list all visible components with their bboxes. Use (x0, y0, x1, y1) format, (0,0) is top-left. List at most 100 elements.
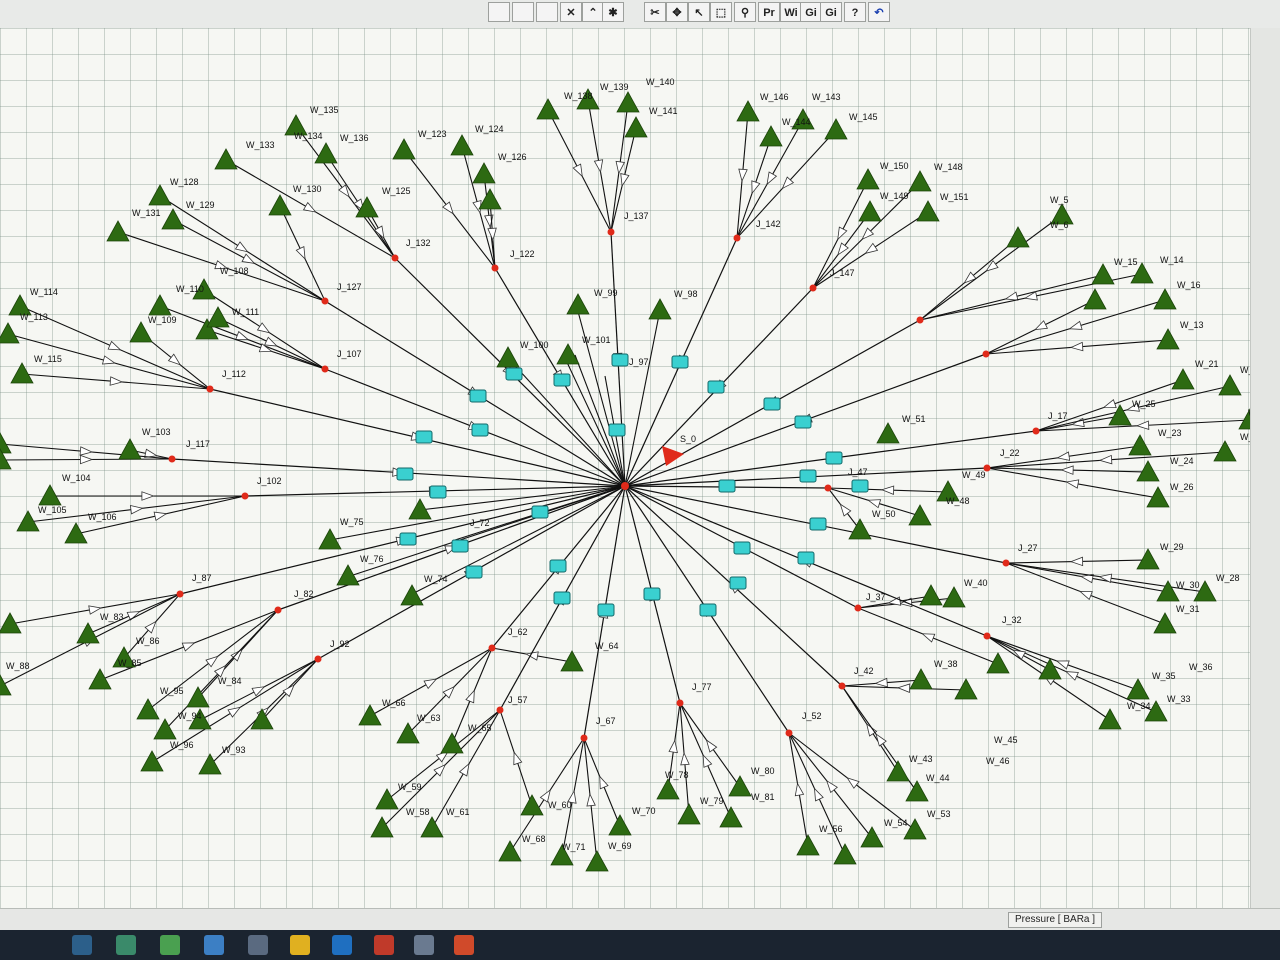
toolbar-button[interactable] (488, 2, 510, 22)
toolbar-gi2-button[interactable]: Gi (820, 2, 842, 22)
flow-arrow-icon (875, 733, 887, 747)
well-icon (1136, 460, 1160, 482)
node-label: J_82 (294, 589, 314, 599)
junction-node (607, 228, 615, 236)
pipe (411, 485, 626, 595)
well-icon (355, 196, 379, 218)
undo-icon[interactable]: ↶ (868, 2, 890, 22)
flow-arrow-icon (680, 751, 690, 766)
junction-node (496, 706, 504, 714)
well-icon (576, 88, 600, 110)
flow-arrow-icon (861, 227, 875, 241)
flow-arrow-icon (433, 763, 447, 777)
node-label: S_0 (680, 434, 696, 444)
well-icon (1156, 580, 1180, 602)
node-label: J_42 (854, 666, 874, 676)
node-label: W_60 (548, 800, 572, 810)
well-icon (0, 432, 12, 454)
node-label: W_134 (294, 131, 323, 141)
valve-icon (763, 397, 781, 411)
flow-arrow-icon (896, 683, 911, 693)
well-icon (728, 775, 752, 797)
node-label: W_61 (446, 807, 470, 817)
toolbar-pr-button[interactable]: Pr (758, 2, 780, 22)
junction-node (1032, 427, 1040, 435)
pipe (349, 485, 626, 577)
flow-arrow-icon (620, 173, 630, 187)
toolbar-gi-button[interactable]: Gi (800, 2, 822, 22)
well-icon (498, 840, 522, 862)
taskbar-app-icon[interactable] (204, 935, 224, 955)
pipe (419, 485, 626, 511)
node-label: W_33 (1167, 694, 1191, 704)
help-icon[interactable]: ? (844, 2, 866, 22)
node-label: J_87 (192, 573, 212, 583)
flow-arrow-icon (282, 684, 295, 698)
select-icon[interactable]: ⬚ (710, 2, 732, 22)
flow-arrow-icon (258, 343, 273, 353)
well-icon (1128, 434, 1152, 456)
node-label: W_101 (582, 335, 611, 345)
vertical-scrollbar[interactable] (1250, 28, 1280, 908)
close-icon[interactable]: ✕ (560, 2, 582, 22)
node-label: W_131 (132, 208, 161, 218)
toolbar-button[interactable] (512, 2, 534, 22)
taskbar-app-icon[interactable] (248, 935, 268, 955)
pointer-icon[interactable]: ↖ (688, 2, 710, 22)
node-label: W_93 (222, 745, 246, 755)
well-icon (336, 564, 360, 586)
pipe (507, 357, 626, 487)
junction-node (241, 492, 249, 500)
well-icon (0, 322, 20, 344)
toolbar-wi-button[interactable]: Wi (780, 2, 802, 22)
binoculars-icon[interactable]: ⚲ (734, 2, 756, 22)
node-label: W_136 (340, 133, 369, 143)
well-icon (791, 108, 815, 130)
node-label: W_48 (946, 496, 970, 506)
node-label: W_86 (136, 636, 160, 646)
taskbar-app-icon[interactable] (374, 935, 394, 955)
star-icon[interactable]: ✱ (602, 2, 624, 22)
node-label: W_59 (398, 782, 422, 792)
flow-arrow-icon (837, 226, 848, 241)
taskbar-app-icon[interactable] (454, 935, 474, 955)
outlook-icon[interactable] (332, 935, 352, 955)
move-icon[interactable]: ✥ (666, 2, 688, 22)
node-label: W_103 (142, 427, 171, 437)
taskbar-app-icon[interactable] (72, 935, 92, 955)
well-icon (848, 518, 872, 540)
node-icon[interactable]: ⌃ (582, 2, 604, 22)
taskbar (0, 930, 1280, 960)
well-icon (214, 148, 238, 170)
node-label: W_34 (1127, 701, 1151, 711)
node-label: W_30 (1176, 580, 1200, 590)
well-icon (1238, 408, 1250, 430)
valve-icon (549, 559, 567, 573)
cut-icon[interactable]: ✂ (644, 2, 666, 22)
taskbar-app-icon[interactable] (414, 935, 434, 955)
taskbar-app-icon[interactable] (290, 935, 310, 955)
node-label: W_65 (468, 723, 492, 733)
node-label: W_148 (934, 162, 963, 172)
node-label: W_96 (170, 740, 194, 750)
node-label: J_52 (802, 711, 822, 721)
flow-arrow-icon (1079, 573, 1094, 584)
taskbar-app-icon[interactable] (160, 935, 180, 955)
node-label: W_78 (665, 770, 689, 780)
flow-arrow-icon (1069, 341, 1084, 352)
junction-node (785, 729, 793, 737)
node-label: W_135 (310, 105, 339, 115)
node-label: J_117 (186, 439, 210, 449)
node-label: J_67 (596, 716, 616, 726)
well-icon (1153, 612, 1177, 634)
well-icon (440, 732, 464, 754)
toolbar: ✕ ⌃ ✱ ✂ ✥ ↖ ⬚ ⚲ Pr Wi Gi Gi ? ↶ (0, 0, 1280, 29)
toolbar-button[interactable] (536, 2, 558, 22)
flow-arrow-icon (751, 180, 761, 195)
well-icon (556, 343, 580, 365)
flow-arrow-icon (826, 779, 838, 794)
well-icon (1156, 328, 1180, 350)
taskbar-app-icon[interactable] (116, 935, 136, 955)
